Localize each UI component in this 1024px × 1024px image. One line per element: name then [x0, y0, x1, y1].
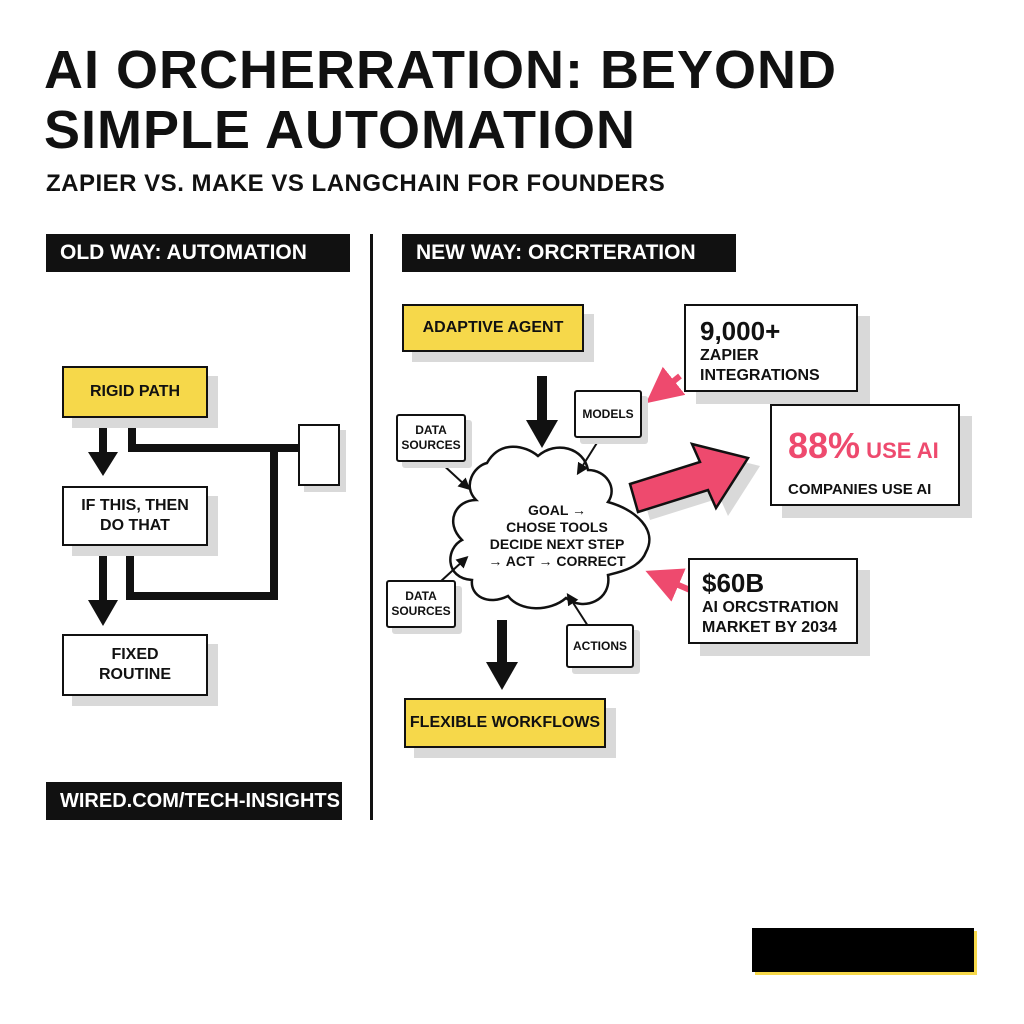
rigid-path-box: RIGID PATH [62, 366, 208, 418]
data-sources-top-label: DATA SOURCES [401, 423, 460, 453]
fixed-routine-line-2: ROUTINE [99, 666, 171, 683]
ai-adoption-headline: 88% USE AI [788, 426, 942, 474]
source-link[interactable]: WIRED.COM/TECH-INSIGHTS [46, 782, 342, 820]
cloud-line-4: → ACT → CORRECT [488, 553, 626, 569]
ai-adoption-caption: COMPANIES USE AI [788, 481, 932, 498]
data-sources-bottom-label: DATA SOURCES [391, 589, 450, 619]
zapier-stat-box: 9,000+ ZAPIER INTEGRATIONS [684, 304, 858, 392]
big-pink-arrow [628, 442, 750, 514]
models-box: MODELS [574, 390, 642, 438]
if-this-label: IF THIS, THEN DO THAT [81, 496, 189, 536]
page-title: AI ORCHERRATION: BEYOND SIMPLE AUTOMATIO… [44, 40, 837, 160]
adaptive-agent-box: ADAPTIVE AGENT [402, 304, 584, 352]
flexible-workflows-box: FLEXIBLE WORKFLOWS [404, 698, 606, 748]
new-way-label: NEW WAY: ORCRTERATION [402, 234, 736, 272]
market-stat-value: $60B [702, 568, 765, 598]
actions-label: ACTIONS [573, 638, 627, 653]
zapier-stat-value: 9,000+ [700, 316, 781, 346]
models-label: MODELS [582, 406, 634, 421]
market-stat-line-1: AI ORCSTRATION [702, 599, 839, 616]
fixed-routine-box: FIXED ROUTINE [62, 634, 208, 696]
actions-box: ACTIONS [566, 624, 634, 668]
cloud-input-arrows [439, 437, 601, 627]
ai-adoption-value: 88% [788, 425, 861, 466]
old-way-label: OLD WAY: AUTOMATION [46, 234, 350, 272]
pink-callout-arrows [628, 366, 760, 602]
data-sources-bottom-line-2: SOURCES [391, 604, 451, 618]
ai-adoption-stat-box: 88% USE AI COMPANIES USE AI [770, 404, 960, 506]
fixed-routine-line-1: FIXED [111, 646, 159, 663]
cloud-line-3: DECIDE NEXT STEP [489, 536, 625, 552]
flexible-workflows-label: FLEXIBLE WORKFLOWS [409, 714, 601, 731]
section-divider [370, 234, 373, 820]
zapier-stat-line-1: ZAPIER [700, 347, 759, 364]
title-line-1: AI ORCHERRATION: BEYOND [44, 40, 838, 100]
ai-adoption-suffix: USE AI [860, 438, 939, 463]
market-stat-line-2: MARKET BY 2034 [702, 619, 837, 636]
data-sources-top-box: DATA SOURCES [396, 414, 466, 462]
market-stat-box: $60B AI ORCSTRATION MARKET BY 2034 [688, 558, 858, 644]
orchestration-steps: GOAL → CHOSE TOOLS DECIDE NEXT STEP → AC… [472, 502, 642, 570]
cloud-line-2: CHOSE TOOLS [506, 519, 608, 535]
rigid-path-label: RIGID PATH [89, 383, 181, 400]
zapier-stat-line-2: INTEGRATIONS [700, 367, 820, 384]
page-subtitle: ZAPIER VS. MAKE VS LANGCHAIN FOR FOUNDER… [46, 170, 666, 197]
fixed-routine-label: FIXED ROUTINE [99, 645, 171, 685]
data-sources-top-line-1: DATA [415, 423, 447, 437]
if-this-box: IF THIS, THEN DO THAT [62, 486, 208, 546]
data-sources-bottom-line-1: DATA [405, 589, 437, 603]
footer-black-bar [752, 928, 974, 972]
if-this-line-1: IF THIS, THEN [81, 497, 189, 514]
adaptive-agent-label: ADAPTIVE AGENT [422, 319, 564, 336]
cloud-line-1: GOAL → [527, 502, 587, 518]
if-this-line-2: DO THAT [100, 517, 170, 534]
new-way-flow-arrows [486, 376, 558, 690]
title-line-2: SIMPLE AUTOMATION [44, 100, 636, 160]
data-sources-top-line-2: SOURCES [401, 438, 461, 452]
data-sources-bottom-box: DATA SOURCES [386, 580, 456, 628]
external-node-box [298, 424, 340, 486]
old-way-connectors [88, 420, 300, 626]
